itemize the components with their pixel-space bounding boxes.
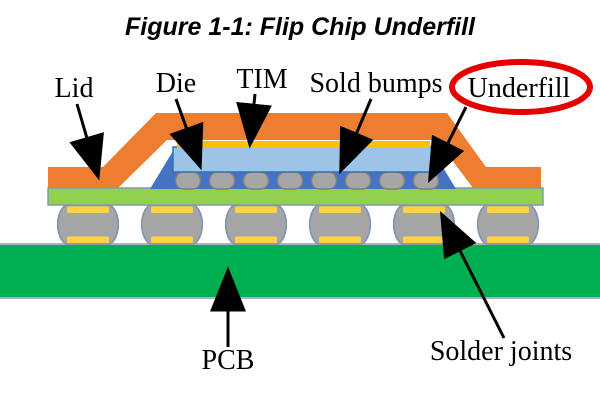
lid-arrow <box>69 103 104 181</box>
label-solder-joints: Solder joints <box>429 336 573 367</box>
solder-joint-body <box>476 204 540 245</box>
solder-joint <box>308 204 372 245</box>
joint-pad <box>403 236 445 243</box>
solder-bump <box>174 171 202 190</box>
sold-bumps-arrow <box>339 98 374 175</box>
solder-joint-body <box>140 204 204 245</box>
solder-joint <box>224 204 288 245</box>
joint-pad <box>67 206 109 213</box>
solder-bump <box>412 171 440 190</box>
solder-joints-row <box>56 204 540 245</box>
figure-title: Figure 1-1: Flip Chip Underfill <box>125 13 475 41</box>
solder-joint <box>56 204 120 245</box>
solder-bump <box>344 171 372 190</box>
joint-pad <box>151 206 193 213</box>
die-shape <box>172 146 434 173</box>
label-pcb: PCB <box>201 345 255 376</box>
substrate-shape <box>47 187 544 206</box>
joint-pad <box>403 206 445 213</box>
joint-pad <box>319 206 361 213</box>
tim-arrow <box>236 93 272 149</box>
label-die: Die <box>155 68 197 99</box>
joint-pad <box>487 206 529 213</box>
underfill-highlight-ring <box>449 59 593 115</box>
annotation-arrows <box>69 93 506 347</box>
solder-joints-arrow <box>439 210 506 339</box>
die-arrow <box>169 98 204 171</box>
underfill-arrow <box>427 106 468 184</box>
tim-shape <box>177 141 430 148</box>
solder-joint <box>140 204 204 245</box>
joint-pad <box>235 206 277 213</box>
joint-pad <box>67 236 109 243</box>
solder-joint-body <box>308 204 372 245</box>
label-underfill: Underfill <box>467 73 571 104</box>
solder-bump <box>242 171 270 190</box>
solder-joint-body <box>56 204 120 245</box>
joint-pad <box>235 236 277 243</box>
joint-pad <box>151 236 193 243</box>
solder-joint <box>476 204 540 245</box>
solder-bump <box>208 171 236 190</box>
solder-bump <box>310 171 338 190</box>
solder-bump <box>276 171 304 190</box>
label-sold-bumps: Sold bumps <box>309 68 443 99</box>
label-tim: TIM <box>236 64 288 95</box>
solder-bump <box>378 171 406 190</box>
label-lid: Lid <box>54 73 94 104</box>
pcb-shape <box>0 243 600 299</box>
joint-pad <box>487 236 529 243</box>
joint-pad <box>319 236 361 243</box>
solder-joint-body <box>224 204 288 245</box>
